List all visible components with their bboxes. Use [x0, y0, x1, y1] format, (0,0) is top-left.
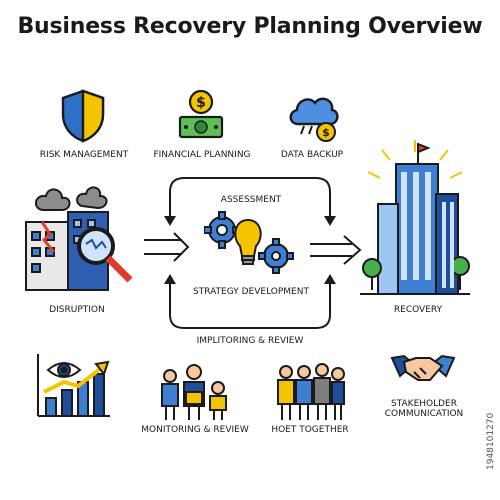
team-monitoring-icon	[161, 364, 227, 420]
stakeholder-line-2: COMMUNICATION	[384, 409, 464, 420]
growth-chart-icon	[37, 354, 110, 417]
strategy-development-label: STRATEGY DEVELOPMENT	[193, 287, 309, 297]
arrow-right-icon	[144, 232, 190, 262]
loop-review-label: IMPLITORING & REVIEW	[196, 336, 304, 346]
svg-text:$: $	[196, 95, 206, 111]
assessment-label: ASSESSMENT	[220, 195, 282, 205]
financial-planning-label: FINANCIAL PLANNING	[153, 150, 251, 160]
risk-management-label: RISK MANAGEMENT	[39, 150, 129, 160]
process-loop	[164, 177, 336, 329]
damaged-building-icon	[25, 186, 133, 291]
stakeholder-line-1: STAKEHOLDER	[391, 399, 457, 409]
stakeholder-communication-label: STAKEHOLDER COMMUNICATION	[372, 399, 476, 420]
page-title: Business Recovery Planning Overview	[17, 14, 483, 39]
cloud-backup-icon: $	[289, 97, 339, 142]
arrow-right-icon	[310, 235, 362, 265]
data-backup-label: DATA BACKUP	[280, 150, 344, 160]
team-together-icon	[277, 363, 345, 420]
recovery-label: RECOVERY	[393, 305, 443, 315]
gears-lightbulb-icon	[204, 211, 294, 274]
monitoring-review-label: MONITORING & REVIEW	[141, 425, 249, 435]
disruption-label: DISRUPTION	[49, 305, 105, 315]
hoet-together-label: HOET TOGETHER	[271, 425, 349, 435]
money-coin-icon: $	[178, 89, 224, 139]
svg-text:$: $	[322, 126, 330, 139]
recovered-skyscraper-icon	[360, 140, 470, 295]
shield-icon	[61, 89, 105, 143]
stock-id-text: 1948101270	[486, 412, 496, 470]
handshake-icon	[390, 354, 456, 381]
